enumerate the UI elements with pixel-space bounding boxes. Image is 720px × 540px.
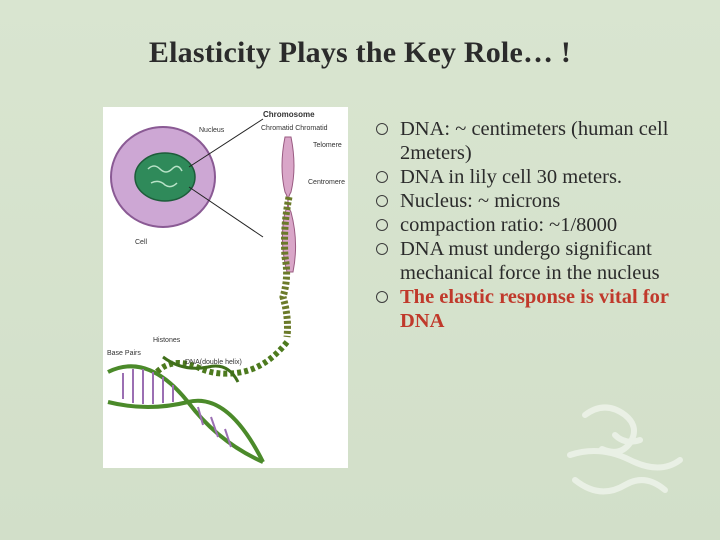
label-dna-helix: DNA(double helix): [185, 359, 242, 366]
dna-compaction-figure: Chromosome Nucleus Chromatid Chromatid T…: [103, 107, 348, 468]
circle-bullet-icon: [376, 195, 388, 207]
label-chromosome: Chromosome: [263, 110, 315, 119]
label-centromere: Centromere: [308, 179, 345, 186]
label-nucleus: Nucleus: [199, 127, 225, 134]
bullet-item: Nucleus: ~ microns: [372, 189, 702, 213]
nucleus-shape: [134, 152, 196, 202]
slide-title: Elasticity Plays the Key Role… !: [148, 36, 572, 69]
label-base-pairs: Base Pairs: [107, 350, 141, 357]
label-histones: Histones: [153, 337, 181, 344]
dna-figure-illustration: [107, 118, 297, 464]
circle-bullet-icon: [376, 291, 388, 303]
bullet-list: DNA: ~ centimeters (human cell 2meters) …: [372, 117, 702, 333]
circle-bullet-icon: [376, 243, 388, 255]
bullet-item: DNA: ~ centimeters (human cell 2meters): [372, 117, 702, 165]
label-chromatid: Chromatid Chromatid: [261, 125, 328, 132]
label-telomere: Telomere: [313, 142, 342, 149]
circle-bullet-icon: [376, 171, 388, 183]
circle-bullet-icon: [376, 123, 388, 135]
label-cell: Cell: [135, 239, 148, 246]
bullet-item: compaction ratio: ~1/8000: [372, 213, 702, 237]
bullet-item: DNA in lily cell 30 meters.: [372, 165, 702, 189]
bullet-item-highlight: The elastic response is vital for DNA: [372, 285, 702, 333]
bullet-item: DNA must undergo significant mechanical …: [372, 237, 702, 285]
circle-bullet-icon: [376, 219, 388, 231]
decorative-emblem-icon: [567, 404, 683, 495]
